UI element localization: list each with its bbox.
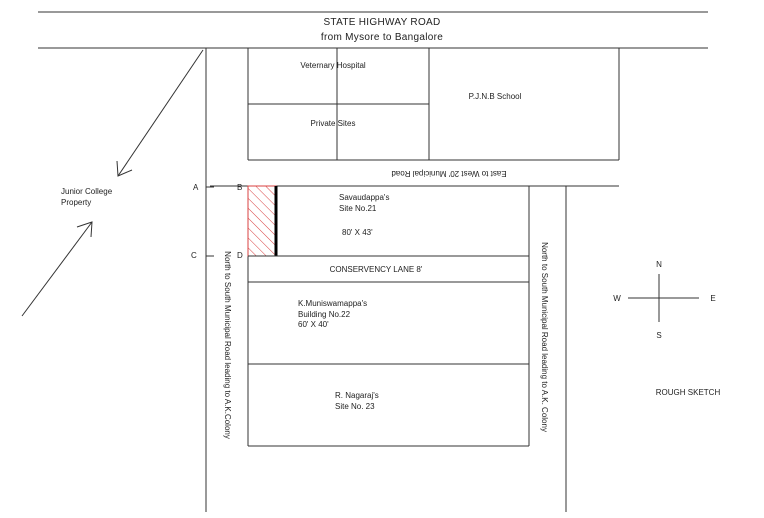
compass-w: W [613, 294, 621, 303]
site-23-number: Site No. 23 [335, 402, 375, 411]
site-21-owner: Savaudappa's [339, 193, 389, 202]
highway-title: STATE HIGHWAY ROAD [323, 17, 440, 28]
rough-sketch-caption: ROUGH SKETCH [656, 388, 721, 397]
arrow-upper-head [116, 160, 133, 177]
private-sites-label: Private Sites [311, 119, 356, 128]
marker-c: C [191, 251, 197, 260]
arrow-lower-shaft [21, 221, 93, 317]
junior-college-line1: Junior College [61, 187, 113, 196]
hatched-strip [247, 185, 277, 257]
site-22-owner: K.Muniswamappa's [298, 299, 367, 308]
compass-n: N [656, 260, 662, 269]
marker-d: D [237, 251, 243, 260]
right-road-label: North to South Municipal Road leading to… [540, 242, 549, 432]
arrow-upper-shaft [117, 49, 204, 177]
school-label: P.J.N.B School [469, 92, 522, 101]
site-23-owner: R. Nagaraj's [335, 391, 379, 400]
arrow-lower-head [76, 221, 93, 238]
marker-b: B [237, 183, 242, 192]
marker-a: A [193, 183, 199, 192]
site-21-number: Site No.21 [339, 204, 377, 213]
site-22-number: Building No.22 [298, 310, 351, 319]
site-21-size: 80' X 43' [342, 228, 373, 237]
highway-subtitle: from Mysore to Bangalore [321, 32, 443, 43]
compass-s: S [656, 331, 661, 340]
site-22-size: 60' X 40' [298, 320, 329, 329]
junior-college-line2: Property [61, 198, 91, 207]
east-west-road-label: East to West 20' Municipal Road [391, 169, 506, 178]
left-road-label: North to South Municipal Road leading to… [223, 251, 232, 439]
conservency-lane-label: CONSERVENCY LANE 8' [330, 265, 423, 274]
veterinary-hospital-label: Veternary Hospital [300, 61, 366, 70]
compass-e: E [710, 294, 715, 303]
